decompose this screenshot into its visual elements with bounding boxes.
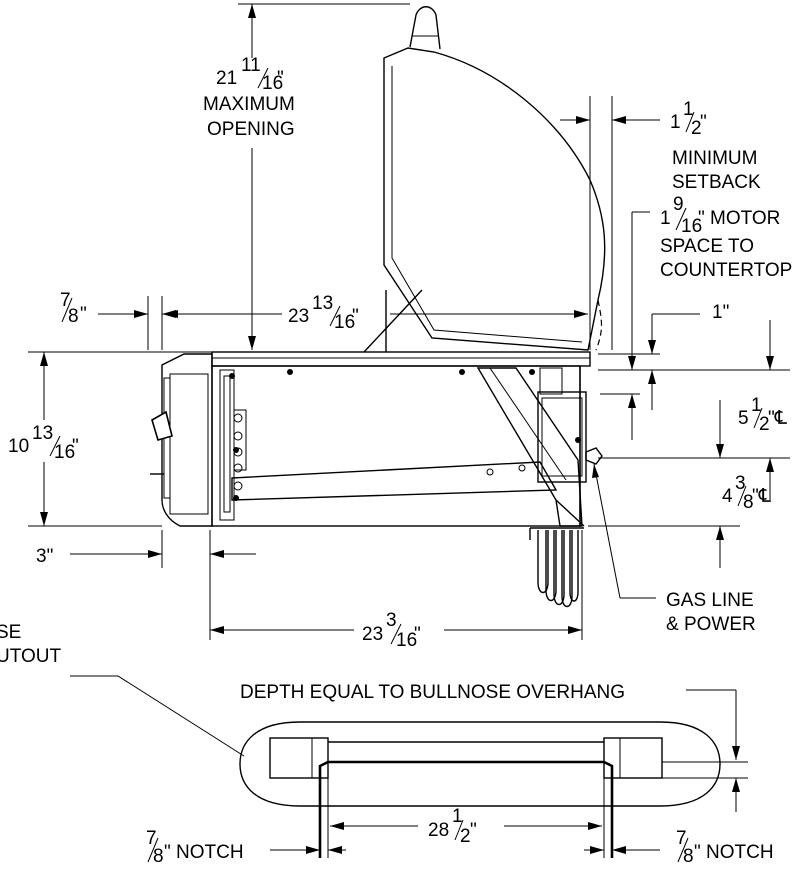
lid-open-arc — [595, 299, 603, 351]
dimension-lines — [28, 3, 790, 640]
svg-text:11: 11 — [241, 55, 261, 76]
svg-text:1: 1 — [452, 806, 463, 827]
svg-text:"℄: "℄ — [752, 486, 772, 507]
svg-text:28: 28 — [428, 820, 449, 841]
grill-side-view — [150, 6, 606, 608]
label-motor-space: 1 9 16 " MOTOR SPACE TO COUNTERTOP — [660, 194, 792, 281]
svg-text:SE: SE — [0, 622, 21, 643]
svg-text:9: 9 — [673, 194, 684, 215]
label-front-depth: 7 8 " — [60, 290, 87, 327]
label-cutout: SE UTOUT — [0, 622, 61, 667]
label-gas-center-upper: 5 1 2 "℄ — [738, 395, 788, 435]
svg-text:16: 16 — [396, 630, 417, 651]
svg-text:21: 21 — [216, 68, 237, 89]
label-gas-line: GAS LINE & POWER — [666, 590, 756, 635]
svg-text:13: 13 — [312, 293, 333, 314]
svg-text:& POWER: & POWER — [666, 614, 756, 635]
svg-text:UTOUT: UTOUT — [0, 646, 61, 667]
svg-text:3: 3 — [735, 473, 746, 494]
gas-fitting — [585, 447, 603, 465]
label-three-inch: 3" — [36, 546, 53, 567]
svg-text:16: 16 — [54, 442, 75, 463]
plan-dimension-lines — [270, 689, 748, 854]
svg-text:16: 16 — [262, 73, 283, 94]
svg-text:": " — [414, 624, 421, 645]
svg-text:5: 5 — [738, 408, 749, 429]
svg-text:8: 8 — [153, 846, 164, 867]
svg-text:8: 8 — [68, 306, 79, 327]
svg-text:7: 7 — [146, 828, 157, 849]
svg-text:1: 1 — [683, 99, 694, 120]
svg-text:10: 10 — [8, 436, 29, 457]
svg-text:SPACE TO: SPACE TO — [660, 236, 754, 257]
label-gas-center-lower: 4 3 8 "℄ — [722, 473, 772, 513]
svg-text:8: 8 — [743, 492, 754, 513]
svg-text:": " — [352, 306, 359, 327]
svg-text:": " — [72, 436, 79, 457]
svg-text:2: 2 — [691, 118, 702, 139]
svg-text:7: 7 — [60, 290, 71, 311]
svg-text:": " — [277, 68, 284, 89]
svg-text:OPENING: OPENING — [207, 119, 295, 140]
label-one-inch: 1" — [712, 302, 729, 323]
svg-text:GAS LINE: GAS LINE — [666, 590, 754, 611]
svg-text:16: 16 — [681, 216, 702, 237]
lid-handle — [409, 6, 441, 50]
svg-text:" NOTCH: " NOTCH — [694, 842, 774, 863]
svg-text:": " — [700, 112, 707, 133]
svg-text:23: 23 — [362, 624, 383, 645]
label-min-setback: 1 1 2 " MINIMUM SETBACK — [670, 99, 761, 193]
label-height: 10 13 16 " — [8, 423, 79, 463]
control-knob — [151, 410, 173, 441]
svg-text:1: 1 — [660, 208, 671, 229]
svg-text:": " — [470, 820, 477, 841]
label-grill-width: 23 13 16 " — [288, 293, 359, 333]
svg-text:SETBACK: SETBACK — [672, 172, 761, 193]
svg-text:23: 23 — [288, 306, 309, 327]
cutout-plan-view — [70, 675, 721, 858]
svg-text:4: 4 — [722, 486, 733, 507]
label-base-width: 23 3 16 " — [362, 610, 421, 651]
grill-lid-inner — [391, 66, 583, 343]
svg-text:MAXIMUM: MAXIMUM — [203, 94, 295, 115]
label-max-opening: 21 11 16 " MAXIMUM OPENING — [203, 55, 295, 140]
svg-text:" MOTOR: " MOTOR — [698, 208, 780, 229]
gas-hose-coil — [529, 527, 584, 608]
label-depth-note: DEPTH EQUAL TO BULLNOSE OVERHANG — [240, 682, 625, 703]
svg-text:": " — [80, 304, 87, 325]
svg-text:7: 7 — [676, 828, 687, 849]
bullnose-outline — [239, 721, 721, 807]
svg-text:1: 1 — [670, 112, 681, 133]
svg-text:13: 13 — [32, 423, 53, 444]
label-notch-left: 7 8 " NOTCH — [146, 828, 244, 867]
svg-text:2: 2 — [759, 414, 770, 435]
label-notch-right: 7 8 " NOTCH — [676, 828, 774, 867]
svg-text:1: 1 — [751, 395, 762, 416]
svg-text:16: 16 — [334, 312, 355, 333]
svg-text:"℄: "℄ — [768, 408, 788, 429]
countertop-slab — [211, 351, 591, 367]
svg-text:COUNTERTOP: COUNTERTOP — [660, 260, 792, 281]
svg-text:" NOTCH: " NOTCH — [164, 842, 244, 863]
svg-text:8: 8 — [683, 846, 694, 867]
label-notch-width: 28 1 2 " — [428, 806, 477, 847]
svg-text:MINIMUM: MINIMUM — [672, 148, 757, 169]
svg-text:3: 3 — [386, 610, 397, 631]
drip-rail — [231, 461, 558, 501]
svg-text:2: 2 — [460, 826, 471, 847]
grill-lid — [383, 47, 606, 351]
